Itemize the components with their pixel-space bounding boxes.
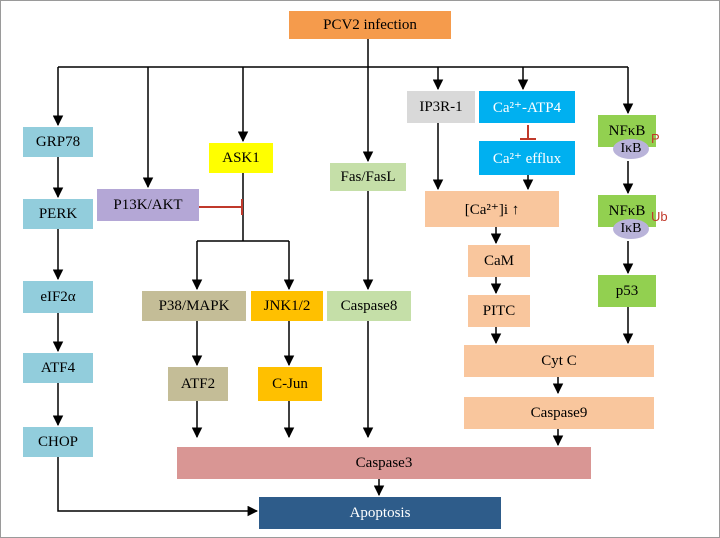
c-jun-box: C-Jun [258, 367, 322, 401]
apoptosis-box: Apoptosis [259, 497, 501, 529]
p38-mapk-box: P38/MAPK [142, 291, 246, 321]
pi3k-akt-box: P13K/AKT [97, 189, 199, 221]
atf4-box: ATF4 [23, 353, 93, 383]
ikb-badge-2: IκB [613, 219, 649, 239]
ip3r1-box: IP3R-1 [407, 91, 475, 123]
eif2a-box: eIF2α [23, 281, 93, 313]
phospho-tag: P [651, 131, 660, 146]
pitc-box: PITC [468, 295, 530, 327]
p53-box: p53 [598, 275, 656, 307]
atf2-box: ATF2 [168, 367, 228, 401]
ca-atp4-box: Ca²⁺-ATP4 [479, 91, 575, 123]
perk-box: PERK [23, 199, 93, 229]
ubiquitin-tag: Ub [651, 209, 668, 224]
jnk12-box: JNK1/2 [251, 291, 323, 321]
chop-box: CHOP [23, 427, 93, 457]
ikb-badge-1: IκB [613, 139, 649, 159]
caspase8-box: Caspase8 [327, 291, 411, 321]
caspase3-box: Caspase3 [177, 447, 591, 479]
cyt-c-box: Cyt C [464, 345, 654, 377]
ask1-box: ASK1 [209, 143, 273, 173]
ca-intracellular-box: [Ca²⁺]i ↑ [425, 191, 559, 227]
grp78-box: GRP78 [23, 127, 93, 157]
fas-fasl-box: Fas/FasL [330, 163, 406, 191]
cam-box: CaM [468, 245, 530, 277]
ca-efflux-box: Ca²⁺ efflux [479, 141, 575, 175]
caspase9-box: Caspase9 [464, 397, 654, 429]
pcv2-infection-box: PCV2 infection [289, 11, 451, 39]
